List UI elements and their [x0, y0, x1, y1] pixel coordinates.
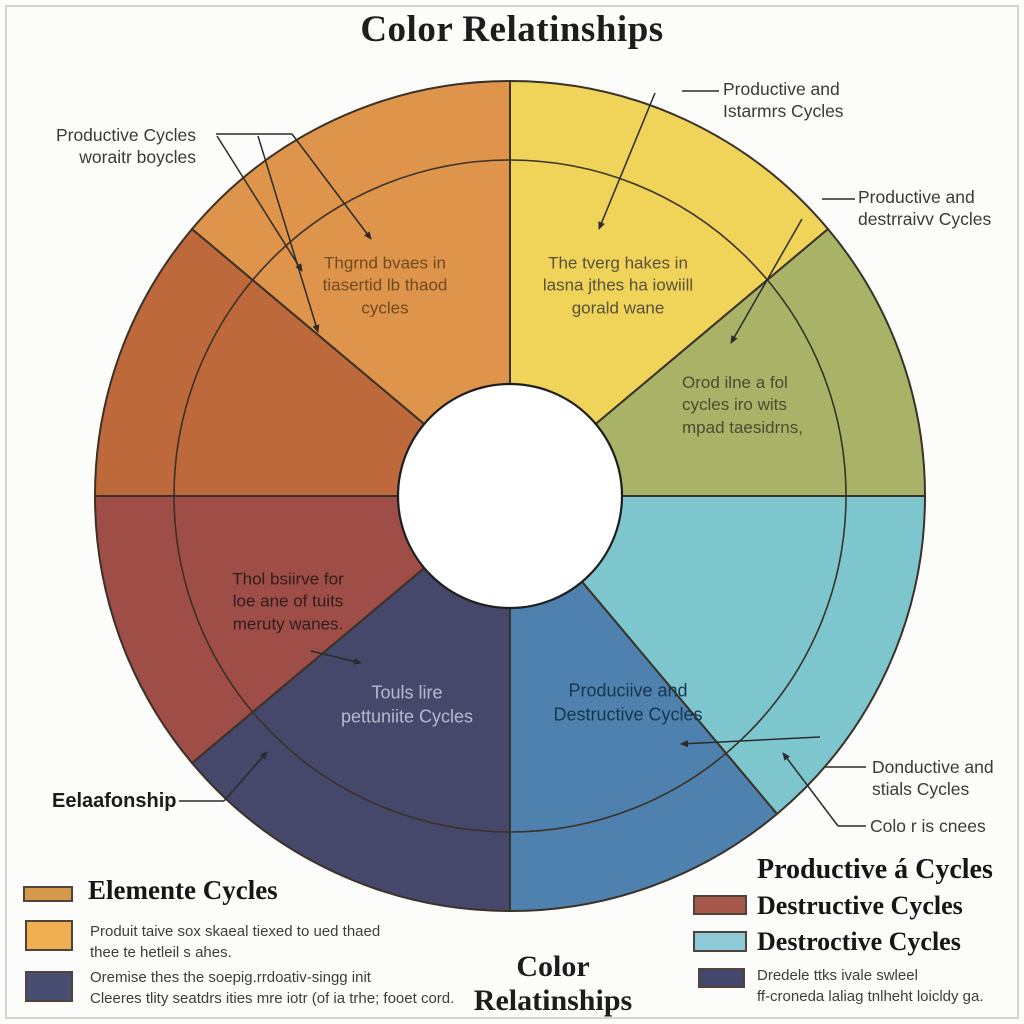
- legend-swatch-destructive: [693, 895, 747, 915]
- wheel-segments: [93, 79, 927, 913]
- wheel-segment-yellow: [509, 79, 829, 497]
- arrow-line: [730, 218, 803, 344]
- arrow-line: [680, 736, 821, 748]
- callout-right-lower-1: Donductive and stials Cycles: [872, 757, 994, 800]
- arrow-line: [782, 752, 839, 827]
- wheel-segment-orange: [191, 79, 511, 497]
- segment-text-yellow: The tverg hakes in lasna jthes ha iowiil…: [542, 253, 694, 318]
- legend-left-item-text: Produit taive sox skaeal tiexed to ued t…: [90, 923, 381, 961]
- arrow-line: [310, 650, 362, 665]
- legend-right-item-label: Destructive Cycles: [757, 891, 963, 920]
- callout-top-left: Productive Cycles woraitr boycles: [55, 125, 196, 168]
- arrow-line: [223, 751, 268, 802]
- segment-text-blue: Produciive and Destructive Cycles: [553, 680, 703, 724]
- segment-text-brick: Thol bsiirve for loe ane of tuits meruty…: [232, 569, 344, 634]
- wheel-inner-ring: [173, 159, 847, 833]
- wheel-segment-blue: [509, 495, 778, 913]
- callout-lines: [179, 90, 866, 827]
- wheel-center-circle: [396, 382, 624, 610]
- wheel-segment-brick: [93, 495, 511, 764]
- arrow-line: [257, 135, 320, 333]
- arrow-line: [598, 92, 656, 230]
- legend-right-item-label: Destroctive Cycles: [757, 927, 961, 956]
- arrow-line: [291, 133, 372, 240]
- legend-right-note: Dredele ttks ivale swleel ff-croneda lal…: [757, 967, 984, 1005]
- wheel-segment-sienna: [93, 228, 511, 497]
- legend-right-heading: Productive á Cycles: [757, 854, 993, 885]
- page-title: Color Relatinships: [360, 9, 664, 50]
- footer-title: Color Relatinships: [473, 950, 633, 1017]
- callout-right: Productive and destrraivv Cycles: [858, 187, 992, 230]
- wheel-segment-navy: [191, 495, 511, 913]
- legend-swatch-note: [698, 968, 745, 988]
- callout-top-right: Productive and Istarmrs Cycles: [723, 79, 844, 122]
- wheel-segment-green: [509, 228, 927, 497]
- legend-swatch-organize: [25, 971, 73, 1002]
- callout-right-lower-2: Colo r is cnees: [870, 816, 986, 836]
- wheel-segment-cyan: [509, 495, 927, 815]
- segment-text-navy: Touls lire pettuniite Cycles: [340, 682, 474, 726]
- segment-text-green: Orod ilne a fol cycles iro wits mpad tae…: [682, 373, 803, 437]
- callout-bottom-left: Eelaafonship: [52, 790, 177, 812]
- legend-left-item-text: Oremise thes the soepig.rrdoativ-singg i…: [90, 969, 455, 1007]
- arrow-line: [216, 135, 303, 272]
- legend-swatch-destroctive: [693, 931, 747, 952]
- legend-swatch-heading: [23, 886, 73, 902]
- legend-left-heading: Elemente Cycles: [88, 875, 278, 905]
- legend-swatch-productive: [25, 920, 73, 951]
- segment-text-orange: Thgrnd bvaes in tiasertid lb thaod cycle…: [322, 253, 448, 318]
